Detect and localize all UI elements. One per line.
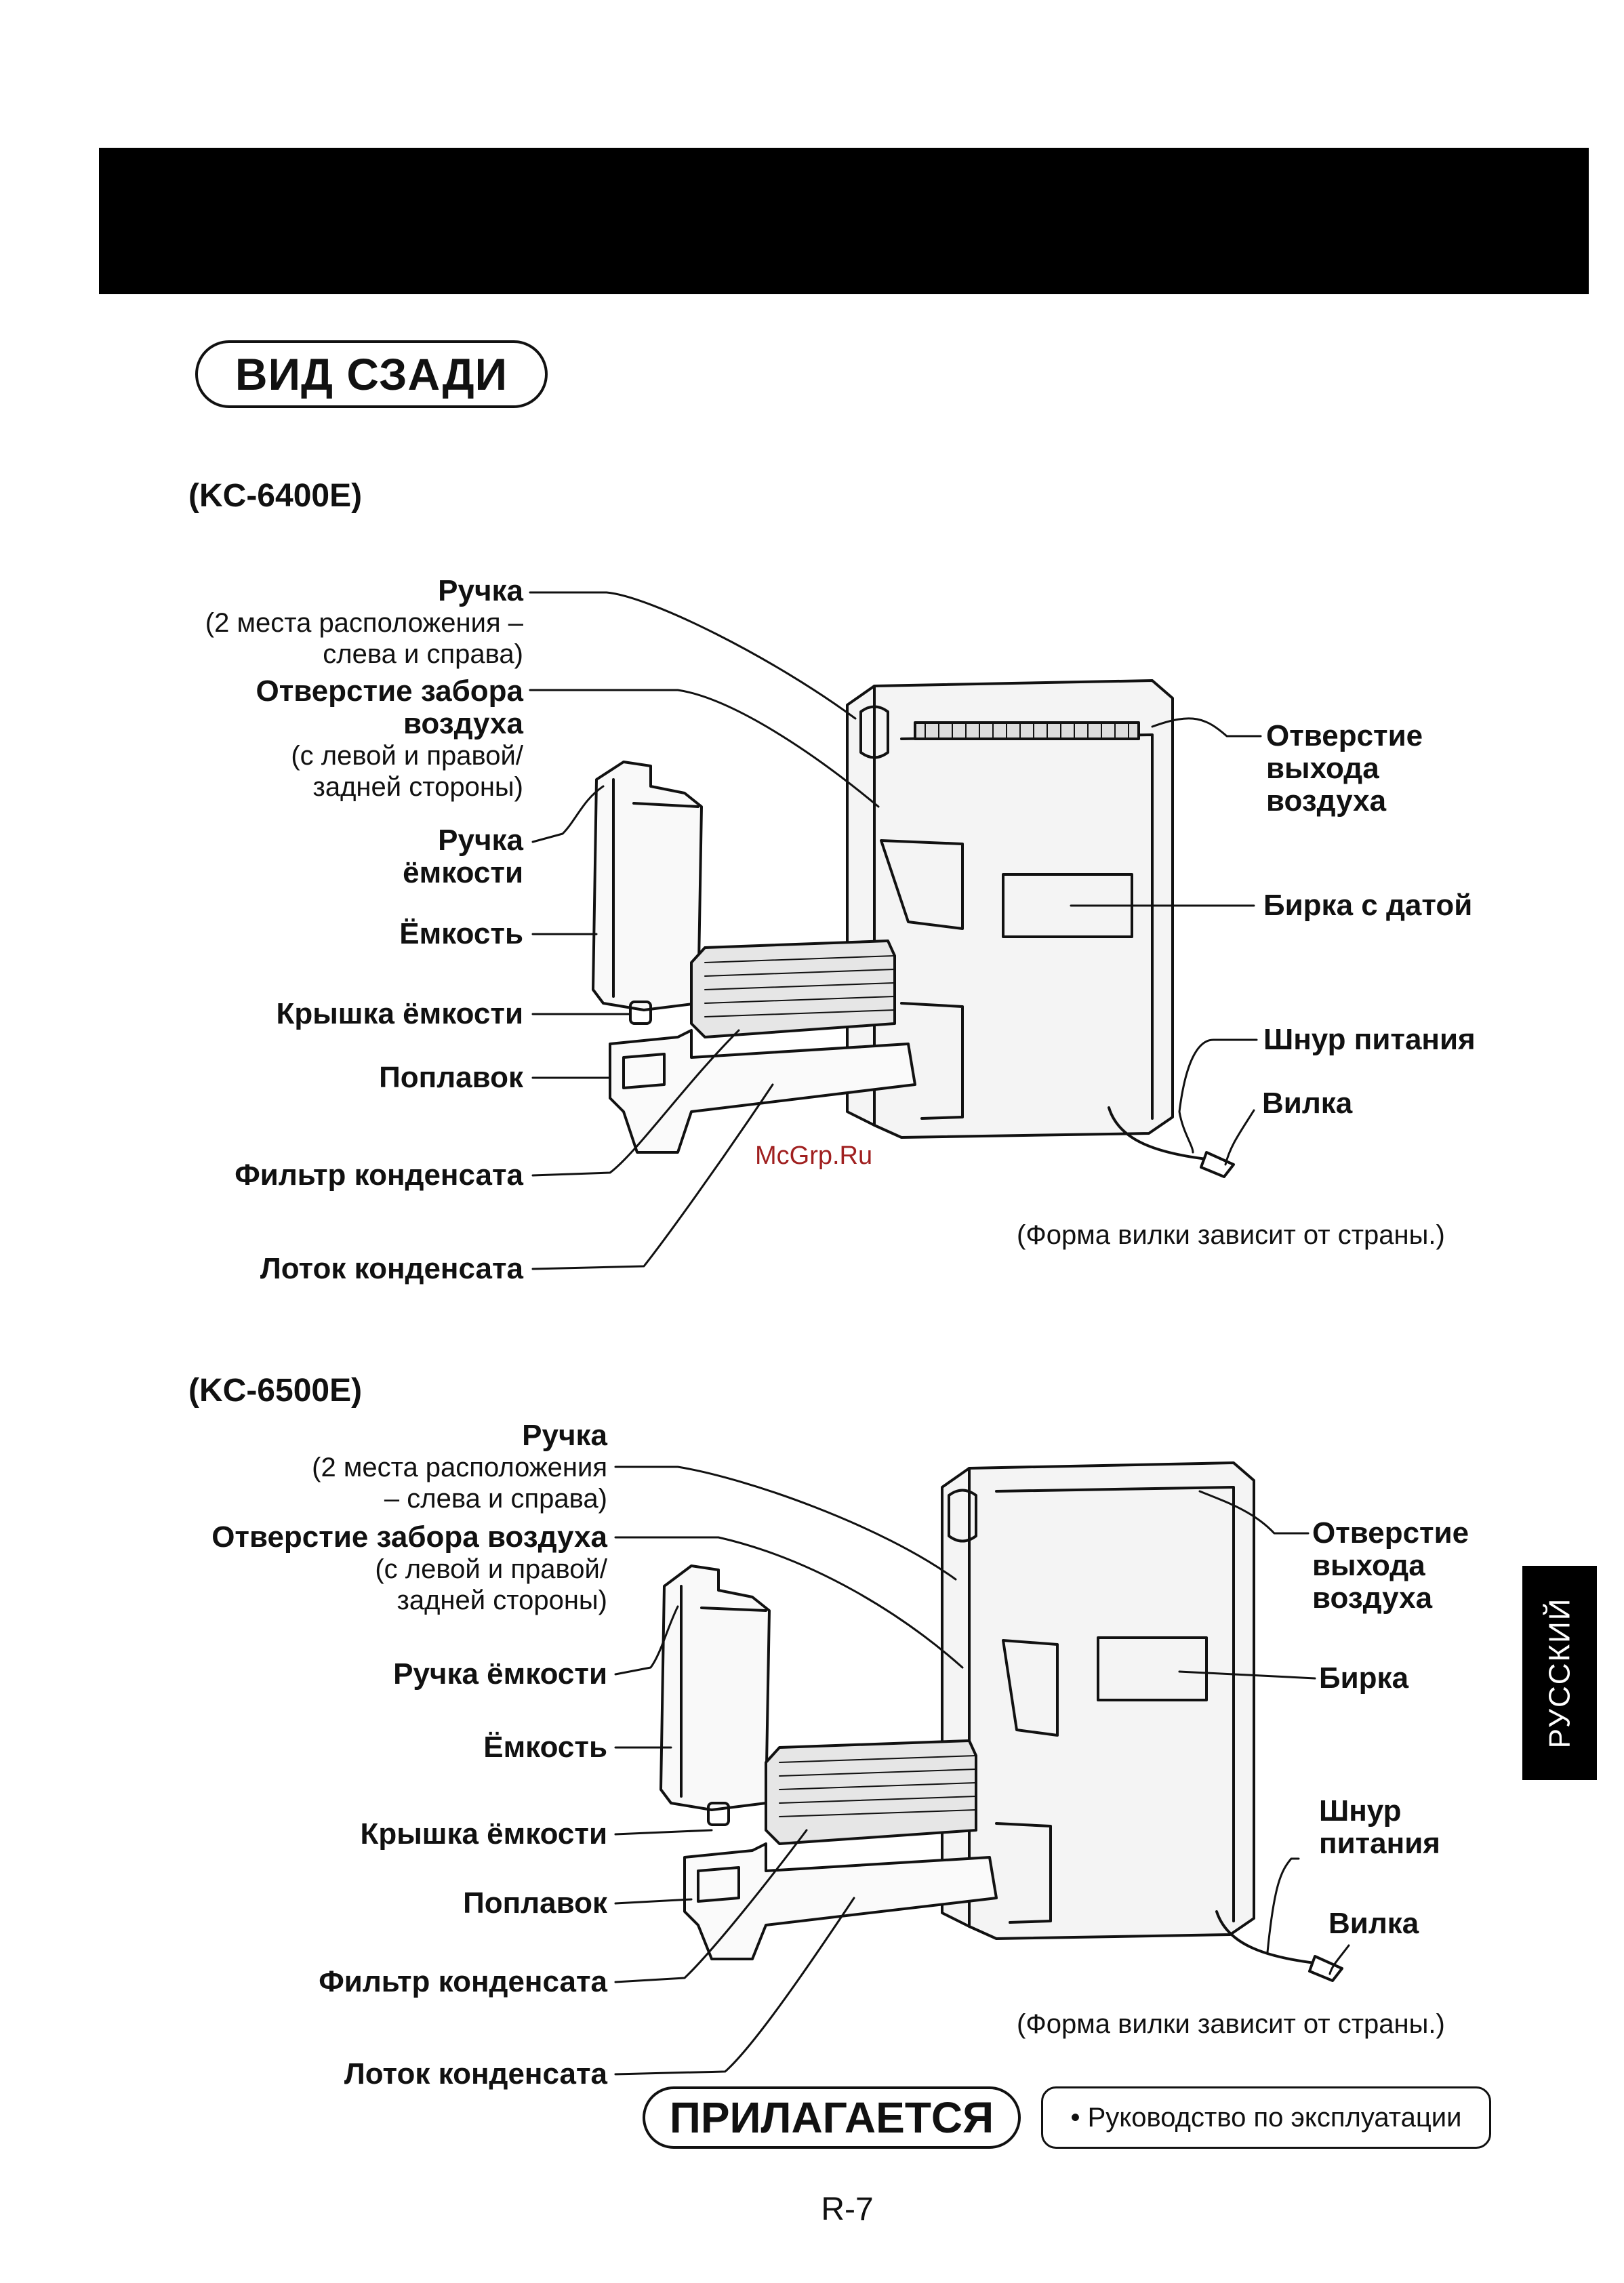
plug-note-1: (Форма вилки зависит от страны.) (1017, 1220, 1445, 1250)
label-tank-cap-1: Крышка ёмкости (276, 997, 523, 1030)
page-number: R-7 (821, 2191, 874, 2227)
header-bar (99, 148, 1589, 294)
plug-note-2: (Форма вилки зависит от страны.) (1017, 2009, 1445, 2039)
label-tank-cap-2: Крышка ёмкости (360, 1817, 607, 1851)
label-tray-1: Лоток конденсата (260, 1252, 523, 1285)
label-float-2: Поплавок (463, 1886, 607, 1920)
accessory-title: ПРИЛАГАЕТСЯ (643, 2086, 1021, 2149)
label-plug-1: Вилка (1262, 1087, 1353, 1120)
accessory-item: • Руководство по эксплуатации (1041, 2086, 1491, 2149)
label-tank-handle-1: Ручка ёмкости (403, 824, 523, 889)
label-tank-1: Ёмкость (399, 917, 523, 950)
label-filter-1: Фильтр конденсата (235, 1158, 523, 1192)
label-date-tag-1: Бирка с датой (1263, 889, 1473, 922)
label-air-intake-2: Отверстие забора воздуха (с левой и прав… (211, 1520, 607, 1616)
dehumidifier-2-drawing (659, 1461, 1343, 1982)
label-air-outlet-2: Отверстие выхода воздуха (1312, 1516, 1469, 1615)
label-tray-2: Лоток конденсата (344, 2057, 607, 2090)
model-label-2: (KC-6500E) (188, 1373, 363, 1409)
label-tag-2: Бирка (1319, 1661, 1409, 1695)
watermark: McGrp.Ru (755, 1142, 873, 1170)
section-title: ВИД СЗАДИ (195, 340, 548, 408)
dehumidifier-1-drawing (592, 679, 1235, 1178)
label-power-cord-1: Шнур питания (1263, 1023, 1476, 1056)
model-label-1: (KC-6400E) (188, 478, 363, 514)
leader-lines-1 (529, 591, 1262, 1270)
label-air-outlet-1: Отверстие выхода воздуха (1266, 719, 1423, 817)
label-tank-handle-2: Ручка ёмкости (393, 1657, 607, 1691)
label-plug-2: Вилка (1328, 1907, 1419, 1940)
language-tab: РУССКИЙ (1522, 1566, 1597, 1780)
label-air-intake-1: Отверстие забора воздуха (с левой и прав… (256, 674, 523, 803)
label-handle-1: Ручка (2 места расположения – слева и сп… (205, 574, 523, 670)
leader-lines-2 (614, 1466, 1350, 2076)
label-filter-2: Фильтр конденсата (319, 1965, 607, 1998)
label-tank-2: Ёмкость (483, 1731, 607, 1764)
label-handle-2: Ручка (2 места расположения – слева и сп… (312, 1419, 607, 1514)
label-power-cord-2: Шнур питания (1319, 1794, 1440, 1860)
label-float-1: Поплавок (379, 1061, 523, 1094)
